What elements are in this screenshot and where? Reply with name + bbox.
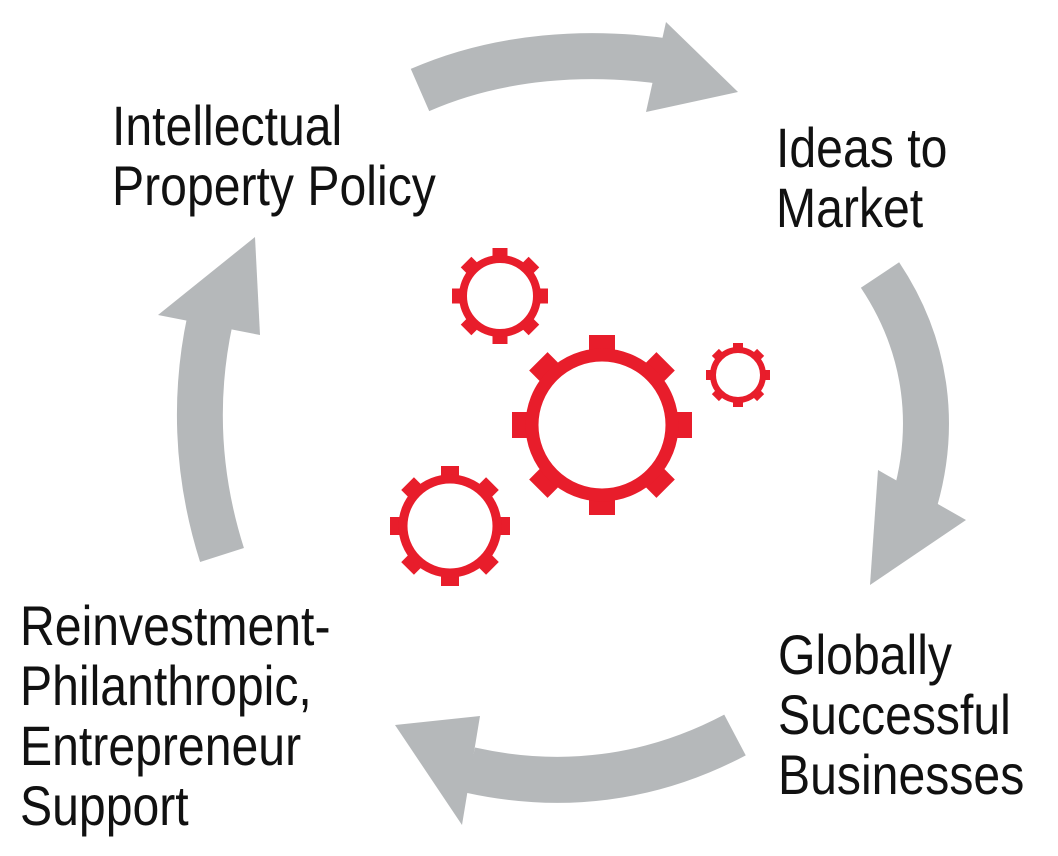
stage-label-line: Globally bbox=[778, 623, 953, 686]
stage-reinvestment-support: Reinvestment- Philanthropic, Entrepreneu… bbox=[20, 596, 330, 836]
cycle-arrows bbox=[158, 22, 966, 825]
gear-cluster bbox=[390, 248, 770, 586]
stage-label-line: Reinvestment- bbox=[20, 594, 331, 657]
gear-icon bbox=[512, 335, 692, 515]
stage-label-line: Property Policy bbox=[112, 154, 436, 217]
cycle-arrow-icon bbox=[860, 262, 949, 507]
gear-ring bbox=[525, 348, 679, 502]
arrow-head-icon bbox=[870, 470, 966, 585]
gear-icon bbox=[706, 343, 770, 407]
stage-label-line: Support bbox=[20, 774, 189, 837]
stage-label-line: Philanthropic, bbox=[20, 654, 312, 717]
stage-ideas-to-market: Ideas to Market bbox=[776, 118, 947, 238]
arrow-head-icon bbox=[158, 237, 260, 335]
arrow-reinvest-to-ip bbox=[158, 237, 260, 562]
arrow-itm-to-gsb bbox=[860, 262, 966, 585]
gear-ring bbox=[459, 255, 541, 337]
stage-globally-successful-businesses: Globally Successful Businesses bbox=[778, 625, 1024, 805]
arrow-ip-to-itm bbox=[410, 22, 738, 112]
arrow-head-icon bbox=[395, 716, 480, 825]
arrow-gsb-to-reinvest bbox=[395, 714, 746, 825]
gear-ring bbox=[710, 347, 766, 403]
stage-label-line: Intellectual bbox=[112, 94, 343, 157]
stage-label-line: Entrepreneur bbox=[20, 714, 302, 777]
stage-label-line: Businesses bbox=[778, 743, 1025, 806]
cycle-arrow-icon bbox=[410, 33, 674, 112]
stage-intellectual-property-policy: Intellectual Property Policy bbox=[112, 96, 436, 216]
gear-ring bbox=[398, 474, 502, 578]
gear-icon bbox=[390, 466, 510, 586]
stage-label-line: Market bbox=[776, 176, 924, 239]
cycle-arrow-icon bbox=[176, 315, 244, 562]
stage-label-line: Successful bbox=[778, 683, 1011, 746]
cycle-arrow-icon bbox=[465, 714, 746, 803]
stage-label-line: Ideas to bbox=[776, 116, 948, 179]
arrow-head-icon bbox=[646, 22, 738, 112]
gear-icon bbox=[452, 248, 548, 344]
